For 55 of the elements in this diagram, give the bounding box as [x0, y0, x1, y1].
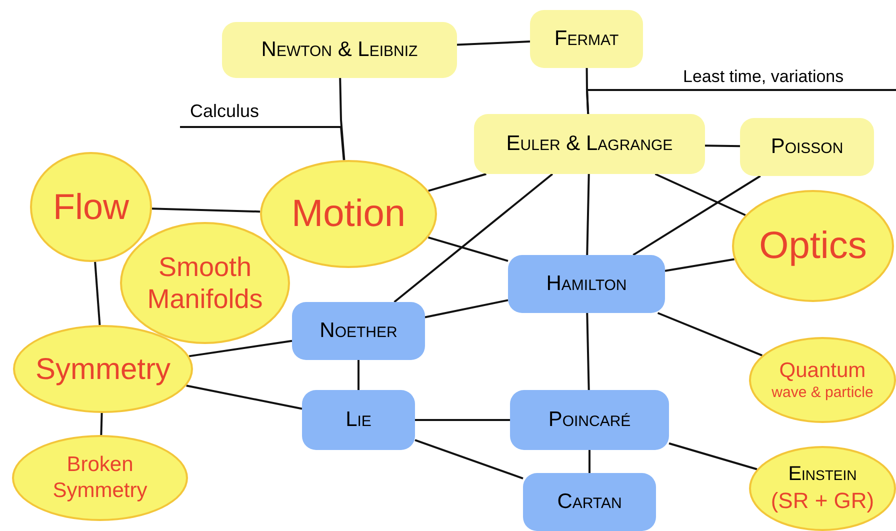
node-label: Noether: [318, 318, 398, 344]
name-box: [508, 255, 665, 313]
node-label: Newton & Leibniz: [260, 37, 419, 64]
node-label: Euler & Lagrange: [505, 131, 674, 158]
connector-line: [186, 384, 302, 410]
connector-line: [339, 78, 346, 160]
node-label: Cartan: [556, 489, 623, 516]
connector-line: [188, 340, 292, 358]
name-box: [523, 473, 656, 531]
connector-line: [414, 439, 524, 480]
node-label: Fermat: [553, 26, 620, 52]
node-label: Poisson: [770, 134, 844, 160]
node-label: Einstein: [787, 462, 858, 488]
connector-line: [424, 299, 508, 318]
connector-line: [394, 173, 554, 303]
node-label: Broken Symmetry: [52, 452, 148, 504]
connector-line: [586, 312, 590, 390]
node-label: Poincaré: [547, 407, 632, 434]
node-label: (SR + GR): [770, 487, 876, 515]
connector-line: [152, 208, 260, 213]
connector-line: [428, 236, 508, 262]
node-label: wave & particle: [770, 384, 874, 402]
connector-line: [358, 360, 360, 390]
connector-line: [664, 258, 734, 272]
node-label: Quantum: [778, 358, 867, 384]
name-box: [292, 302, 425, 360]
connector-line: [456, 40, 530, 46]
node-label: Lie: [344, 407, 372, 434]
connector-line: [704, 144, 740, 148]
name-box: [302, 390, 415, 450]
connector-line: [632, 175, 761, 256]
connector-line: [428, 173, 486, 192]
connector-line: [180, 126, 345, 160]
connector-line: [94, 262, 101, 326]
connector-line: [586, 89, 896, 114]
connector-line: [657, 312, 763, 356]
connector-line: [588, 450, 590, 473]
name-box: [510, 390, 669, 450]
connector-line: [415, 419, 510, 421]
connector-line: [654, 173, 746, 216]
connector-line: [100, 412, 103, 436]
name-box: [740, 118, 874, 176]
name-box: [530, 10, 643, 68]
node-label: Optics: [758, 224, 868, 268]
name-box: [222, 22, 457, 78]
node-label: Symmetry: [34, 352, 172, 388]
edge-label: Calculus: [190, 100, 260, 123]
node-label: Hamilton: [545, 271, 628, 298]
connector-line: [668, 442, 758, 470]
node-label: Motion: [290, 192, 407, 236]
name-box: [474, 114, 705, 174]
node-label: Smooth Manifolds: [146, 250, 264, 316]
edge-label: Least time, variations: [683, 66, 844, 88]
node-label: Flow: [52, 185, 130, 229]
connector-line: [586, 174, 590, 256]
